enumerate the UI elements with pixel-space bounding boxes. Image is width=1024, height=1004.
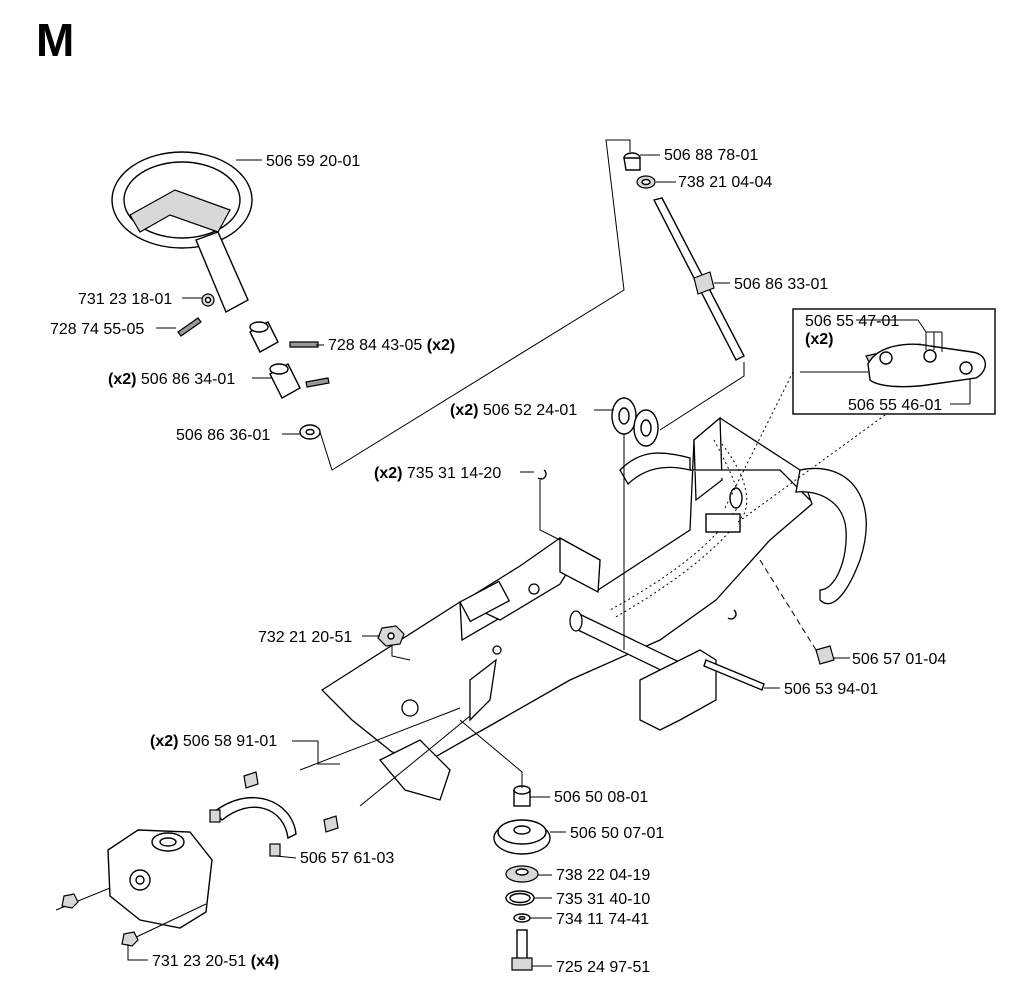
label-nut-wheel[interactable]: 731 23 18-01: [78, 291, 172, 308]
cable-chain-loop: [609, 357, 959, 619]
label-bearing-top[interactable]: 738 21 04-04: [678, 174, 772, 191]
axle-nut: [61, 893, 139, 947]
lock-nut: [377, 625, 405, 647]
label-screw-wheel[interactable]: 728 74 55-05: [50, 321, 144, 338]
label-pulleys[interactable]: (x2) 506 52 24-01: [450, 402, 577, 419]
set-screw: [289, 341, 330, 388]
steering-gear-housing: [55, 829, 213, 941]
washer-bottom: [513, 913, 531, 923]
bearing-bottom: [505, 865, 539, 883]
label-bracket[interactable]: 506 57 61-03: [300, 850, 394, 867]
label-pivot-pin[interactable]: 506 53 94-01: [784, 681, 878, 698]
label-collar[interactable]: (x2) 506 86 34-01: [108, 371, 235, 388]
label-sprocket[interactable]: 506 50 07-01: [570, 825, 664, 842]
detail-inset: [792, 308, 996, 415]
label-steering-wheel[interactable]: 506 59 20-01: [266, 153, 360, 170]
label-washer-bottom[interactable]: 734 11 74-41: [556, 911, 649, 928]
retaining-ring: [505, 890, 535, 906]
spacer: [513, 785, 531, 807]
nut-wheel: [201, 293, 215, 307]
bushing-top: [623, 152, 641, 171]
label-spacer[interactable]: 506 50 08-01: [554, 789, 648, 806]
tie-rod-ends: [243, 771, 339, 833]
label-steering-shaft[interactable]: 506 86 33-01: [734, 276, 828, 293]
pivot-pin: [703, 659, 765, 691]
label-tie-rod[interactable]: (x2) 506 58 91-01: [150, 733, 277, 750]
sprocket: [493, 819, 551, 855]
label-bearing-bottom[interactable]: 738 22 04-19: [556, 867, 650, 884]
label-bolt-bottom[interactable]: 725 24 97-51: [556, 959, 650, 976]
bolt-frame: [759, 559, 835, 665]
screw-wheel: [177, 317, 202, 337]
bearing-top: [636, 175, 656, 189]
column-washer: [299, 424, 321, 440]
clip: [537, 469, 737, 620]
bolt-bottom: [511, 929, 533, 971]
label-set-screw[interactable]: 728 84 43-05 (x2): [328, 337, 455, 354]
label-washer-column[interactable]: 506 86 36-01: [176, 427, 270, 444]
label-retaining-ring[interactable]: 735 31 40-10: [556, 891, 650, 908]
label-cable-clamp[interactable]: 506 55 47-01: [805, 313, 899, 330]
collar: [249, 321, 301, 399]
chassis-frame: [299, 416, 867, 807]
steering-shaft: [652, 197, 745, 361]
section-letter: M: [36, 14, 74, 66]
label-cable-chain[interactable]: 506 55 46-01: [848, 397, 942, 414]
part-labels: 506 59 20-01 731 23 18-01 728 74 55-05 7…: [50, 147, 946, 976]
label-lock-nut[interactable]: 732 21 20-51: [258, 629, 352, 646]
pulleys: [611, 397, 659, 650]
bracket: [209, 797, 297, 857]
label-axle-nut[interactable]: 731 23 20-51 (x4): [152, 953, 279, 970]
label-clip[interactable]: (x2) 735 31 14-20: [374, 465, 501, 482]
label-bushing-top[interactable]: 506 88 78-01: [664, 147, 758, 164]
leader-lines: [127, 139, 971, 967]
label-cable-clamp-qty: (x2): [805, 331, 833, 348]
steering-wheel: [111, 151, 253, 313]
label-bolt-frame[interactable]: 506 57 01-04: [852, 651, 946, 668]
